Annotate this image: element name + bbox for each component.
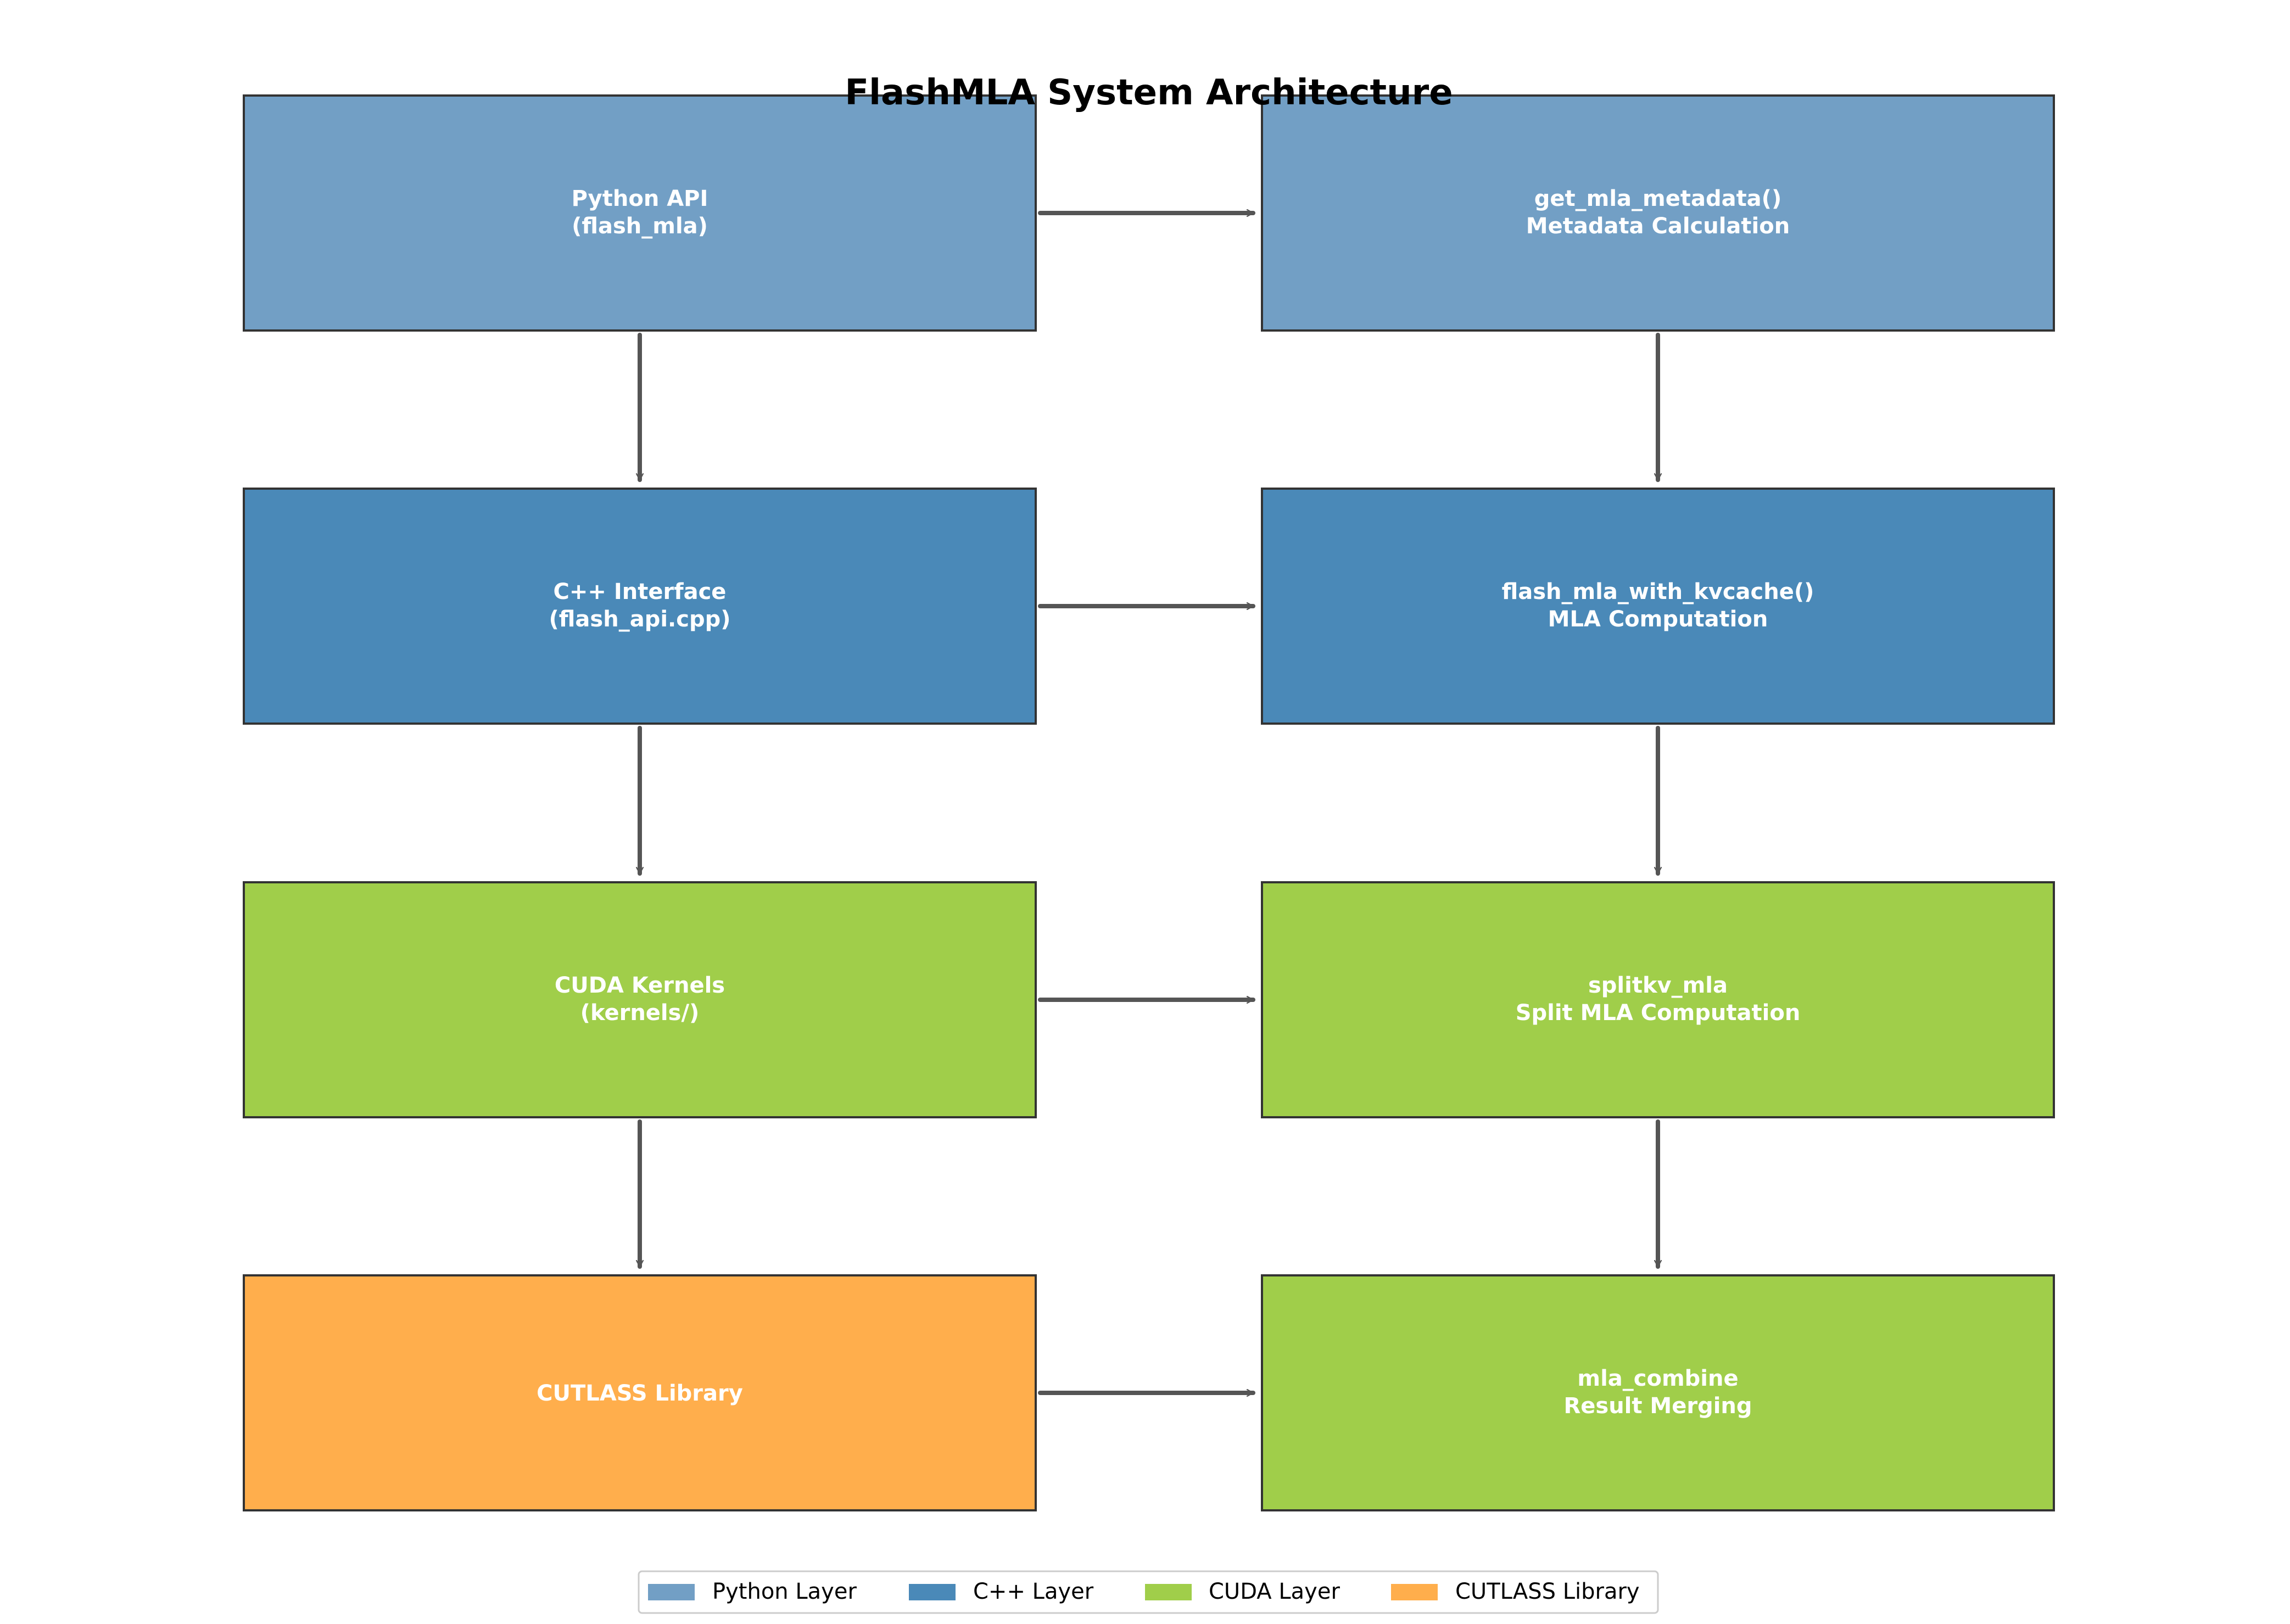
- box-cpp-interface: C++ Interface (flash_api.cpp): [243, 488, 1037, 725]
- box-cpp-interface-line1: C++ Interface: [554, 579, 727, 604]
- box-cpp-interface-rect: [243, 488, 1037, 725]
- box-splitkv-mla-line1: splitkv_mla: [1588, 973, 1728, 998]
- legend-label-cuda: CUDA Layer: [1209, 1579, 1340, 1604]
- box-cutlass-library: CUTLASS Library: [243, 1274, 1037, 1511]
- box-flash-mla-with-kvcache: flash_mla_with_kvcache() MLA Computation: [1261, 488, 2055, 725]
- box-cutlass-library-line1: CUTLASS Library: [537, 1381, 743, 1406]
- box-flash-mla-with-kvcache-line1: flash_mla_with_kvcache(): [1502, 579, 1814, 604]
- legend-swatch-python: [648, 1584, 695, 1600]
- legend: Python Layer C++ Layer CUDA Layer CUTLAS…: [638, 1570, 1659, 1614]
- legend-label-cutlass: CUTLASS Library: [1455, 1579, 1640, 1604]
- box-get-mla-metadata-line1: get_mla_metadata(): [1534, 186, 1782, 211]
- box-python-api-rect: [243, 94, 1037, 332]
- box-flash-mla-with-kvcache-line2: MLA Computation: [1548, 607, 1768, 632]
- legend-label-python: Python Layer: [712, 1579, 857, 1604]
- legend-swatch-cuda: [1145, 1584, 1192, 1600]
- box-mla-combine-rect: [1261, 1274, 2055, 1511]
- box-python-api-line1: Python API: [572, 186, 708, 211]
- legend-label-cpp: C++ Layer: [973, 1579, 1094, 1604]
- connection-arrows: [640, 213, 1658, 1393]
- box-flash-mla-with-kvcache-rect: [1261, 488, 2055, 725]
- box-python-api: Python API (flash_mla): [243, 94, 1037, 332]
- box-get-mla-metadata-line2: Metadata Calculation: [1526, 214, 1790, 239]
- box-cuda-kernels-rect: [243, 881, 1037, 1118]
- box-get-mla-metadata-rect: [1261, 94, 2055, 332]
- box-mla-combine: mla_combine Result Merging: [1261, 1274, 2055, 1511]
- box-get-mla-metadata: get_mla_metadata() Metadata Calculation: [1261, 94, 2055, 332]
- box-cuda-kernels-line2: (kernels/): [580, 1000, 700, 1026]
- diagram-title: FlashMLA System Architecture: [845, 72, 1453, 113]
- box-splitkv-mla-line2: Split MLA Computation: [1516, 1000, 1801, 1026]
- legend-swatch-cutlass: [1391, 1584, 1438, 1600]
- box-splitkv-mla-rect: [1261, 881, 2055, 1118]
- box-cutlass-library-rect: [243, 1274, 1037, 1511]
- legend-swatch-cpp: [909, 1584, 956, 1600]
- box-python-api-line2: (flash_mla): [572, 214, 708, 239]
- box-mla-combine-line2: Result Merging: [1563, 1393, 1752, 1419]
- box-cpp-interface-line2: (flash_api.cpp): [549, 607, 731, 632]
- box-splitkv-mla: splitkv_mla Split MLA Computation: [1261, 881, 2055, 1118]
- box-mla-combine-line1: mla_combine: [1577, 1366, 1738, 1391]
- box-cuda-kernels-line1: CUDA Kernels: [555, 973, 725, 998]
- box-cuda-kernels: CUDA Kernels (kernels/): [243, 881, 1037, 1118]
